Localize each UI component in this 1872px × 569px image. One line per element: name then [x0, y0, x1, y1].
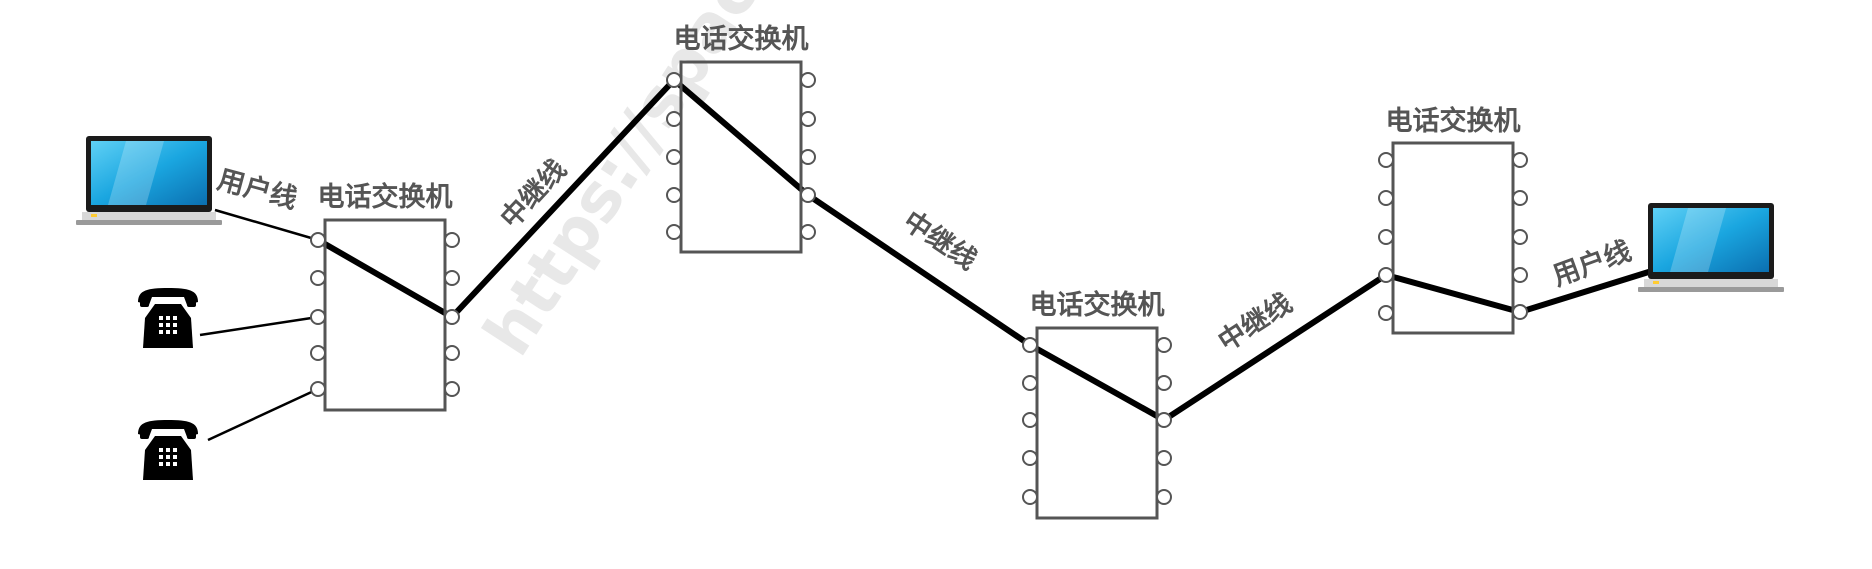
- user-line-laptop-left: [214, 208, 319, 242]
- internal-link-switch-1: [315, 237, 455, 320]
- switch-4: [1378, 141, 1528, 335]
- telephone-2-icon: [138, 420, 198, 480]
- user-line-left-label: 用户线: [214, 163, 301, 215]
- switch-1: [310, 218, 460, 412]
- internal-link-switch-3: [1027, 342, 1167, 423]
- telephone-1-icon: [138, 288, 198, 348]
- laptop-left-icon: [76, 136, 222, 225]
- switch-2: [666, 60, 816, 254]
- user-line-phone-1: [199, 315, 319, 337]
- links: [315, 77, 1658, 423]
- trunk-line-3-label: 中继线: [1212, 287, 1297, 358]
- switch-3: [1022, 326, 1172, 520]
- switch-3-label: 电话交换机: [1030, 289, 1165, 321]
- trunk-line-2: [805, 192, 1033, 348]
- trunk-line-3: [1161, 272, 1389, 423]
- user-line-right-label: 用户线: [1548, 235, 1635, 293]
- internal-link-switch-2: [671, 77, 811, 198]
- user-lines: [199, 208, 319, 442]
- internal-link-switch-4: [1383, 272, 1523, 315]
- switch-4-label: 电话交换机: [1386, 105, 1521, 137]
- laptop-right-icon: [1638, 203, 1784, 292]
- switch-2-label: 电话交换机: [674, 23, 809, 55]
- user-line-laptop-right: [1517, 267, 1658, 315]
- switch-1-label: 电话交换机: [318, 181, 453, 213]
- user-line-phone-2: [207, 387, 319, 442]
- trunk-line-1: [449, 77, 677, 320]
